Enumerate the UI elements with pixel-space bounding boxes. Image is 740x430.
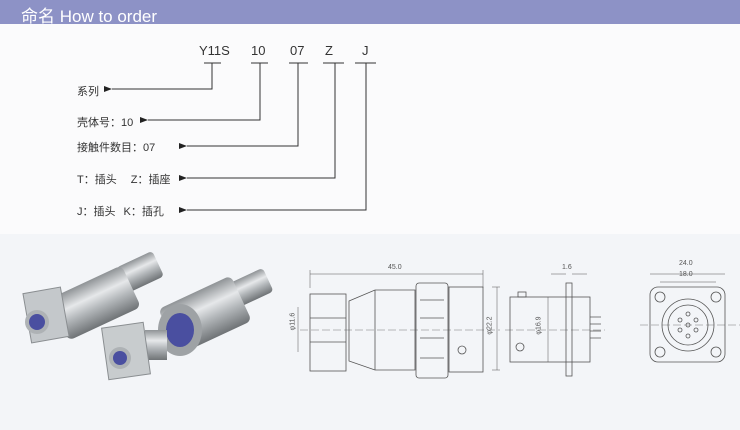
code-contact-gender: J bbox=[362, 43, 369, 58]
dim-length: 45.0 bbox=[388, 264, 402, 271]
label-contact: J：插头 K：插孔 bbox=[77, 203, 178, 219]
label-type-t: T：插头 bbox=[77, 174, 117, 186]
ordering-code-panel bbox=[0, 24, 740, 234]
dim-plug-rear-dia: φ11.6 bbox=[289, 312, 297, 331]
label-shell: 壳体号：10 bbox=[77, 117, 134, 129]
label-type: T：插头 Z：插座 bbox=[77, 171, 184, 187]
dim-flange-thickness: 1.6 bbox=[562, 264, 572, 271]
code-type: Z bbox=[325, 43, 333, 58]
label-type-z: Z：插座 bbox=[130, 174, 171, 186]
dim-receptacle-dia: φ16.9 bbox=[535, 316, 543, 335]
section-header: 命名 How to order bbox=[0, 0, 740, 26]
section-title: 命名 How to order bbox=[21, 7, 158, 26]
dim-hole-spacing: 18.0 bbox=[679, 271, 693, 278]
plug-drawing bbox=[297, 270, 500, 379]
product-photo bbox=[22, 252, 273, 381]
label-contact-k: K：插孔 bbox=[123, 206, 164, 218]
code-contacts: 07 bbox=[290, 43, 305, 58]
receptacle-front-drawing bbox=[640, 273, 740, 363]
label-series: 系列 bbox=[77, 86, 99, 98]
dim-plug-dia: φ22.2 bbox=[486, 316, 494, 335]
label-contact-j: J：插头 bbox=[77, 206, 116, 218]
dim-flange-width: 24.0 bbox=[679, 260, 693, 267]
receptacle-side-drawing bbox=[505, 273, 605, 377]
code-series: Y11S bbox=[199, 43, 230, 58]
label-contacts: 接触件数目：07 bbox=[77, 142, 156, 154]
code-shell: 10 bbox=[251, 43, 266, 58]
